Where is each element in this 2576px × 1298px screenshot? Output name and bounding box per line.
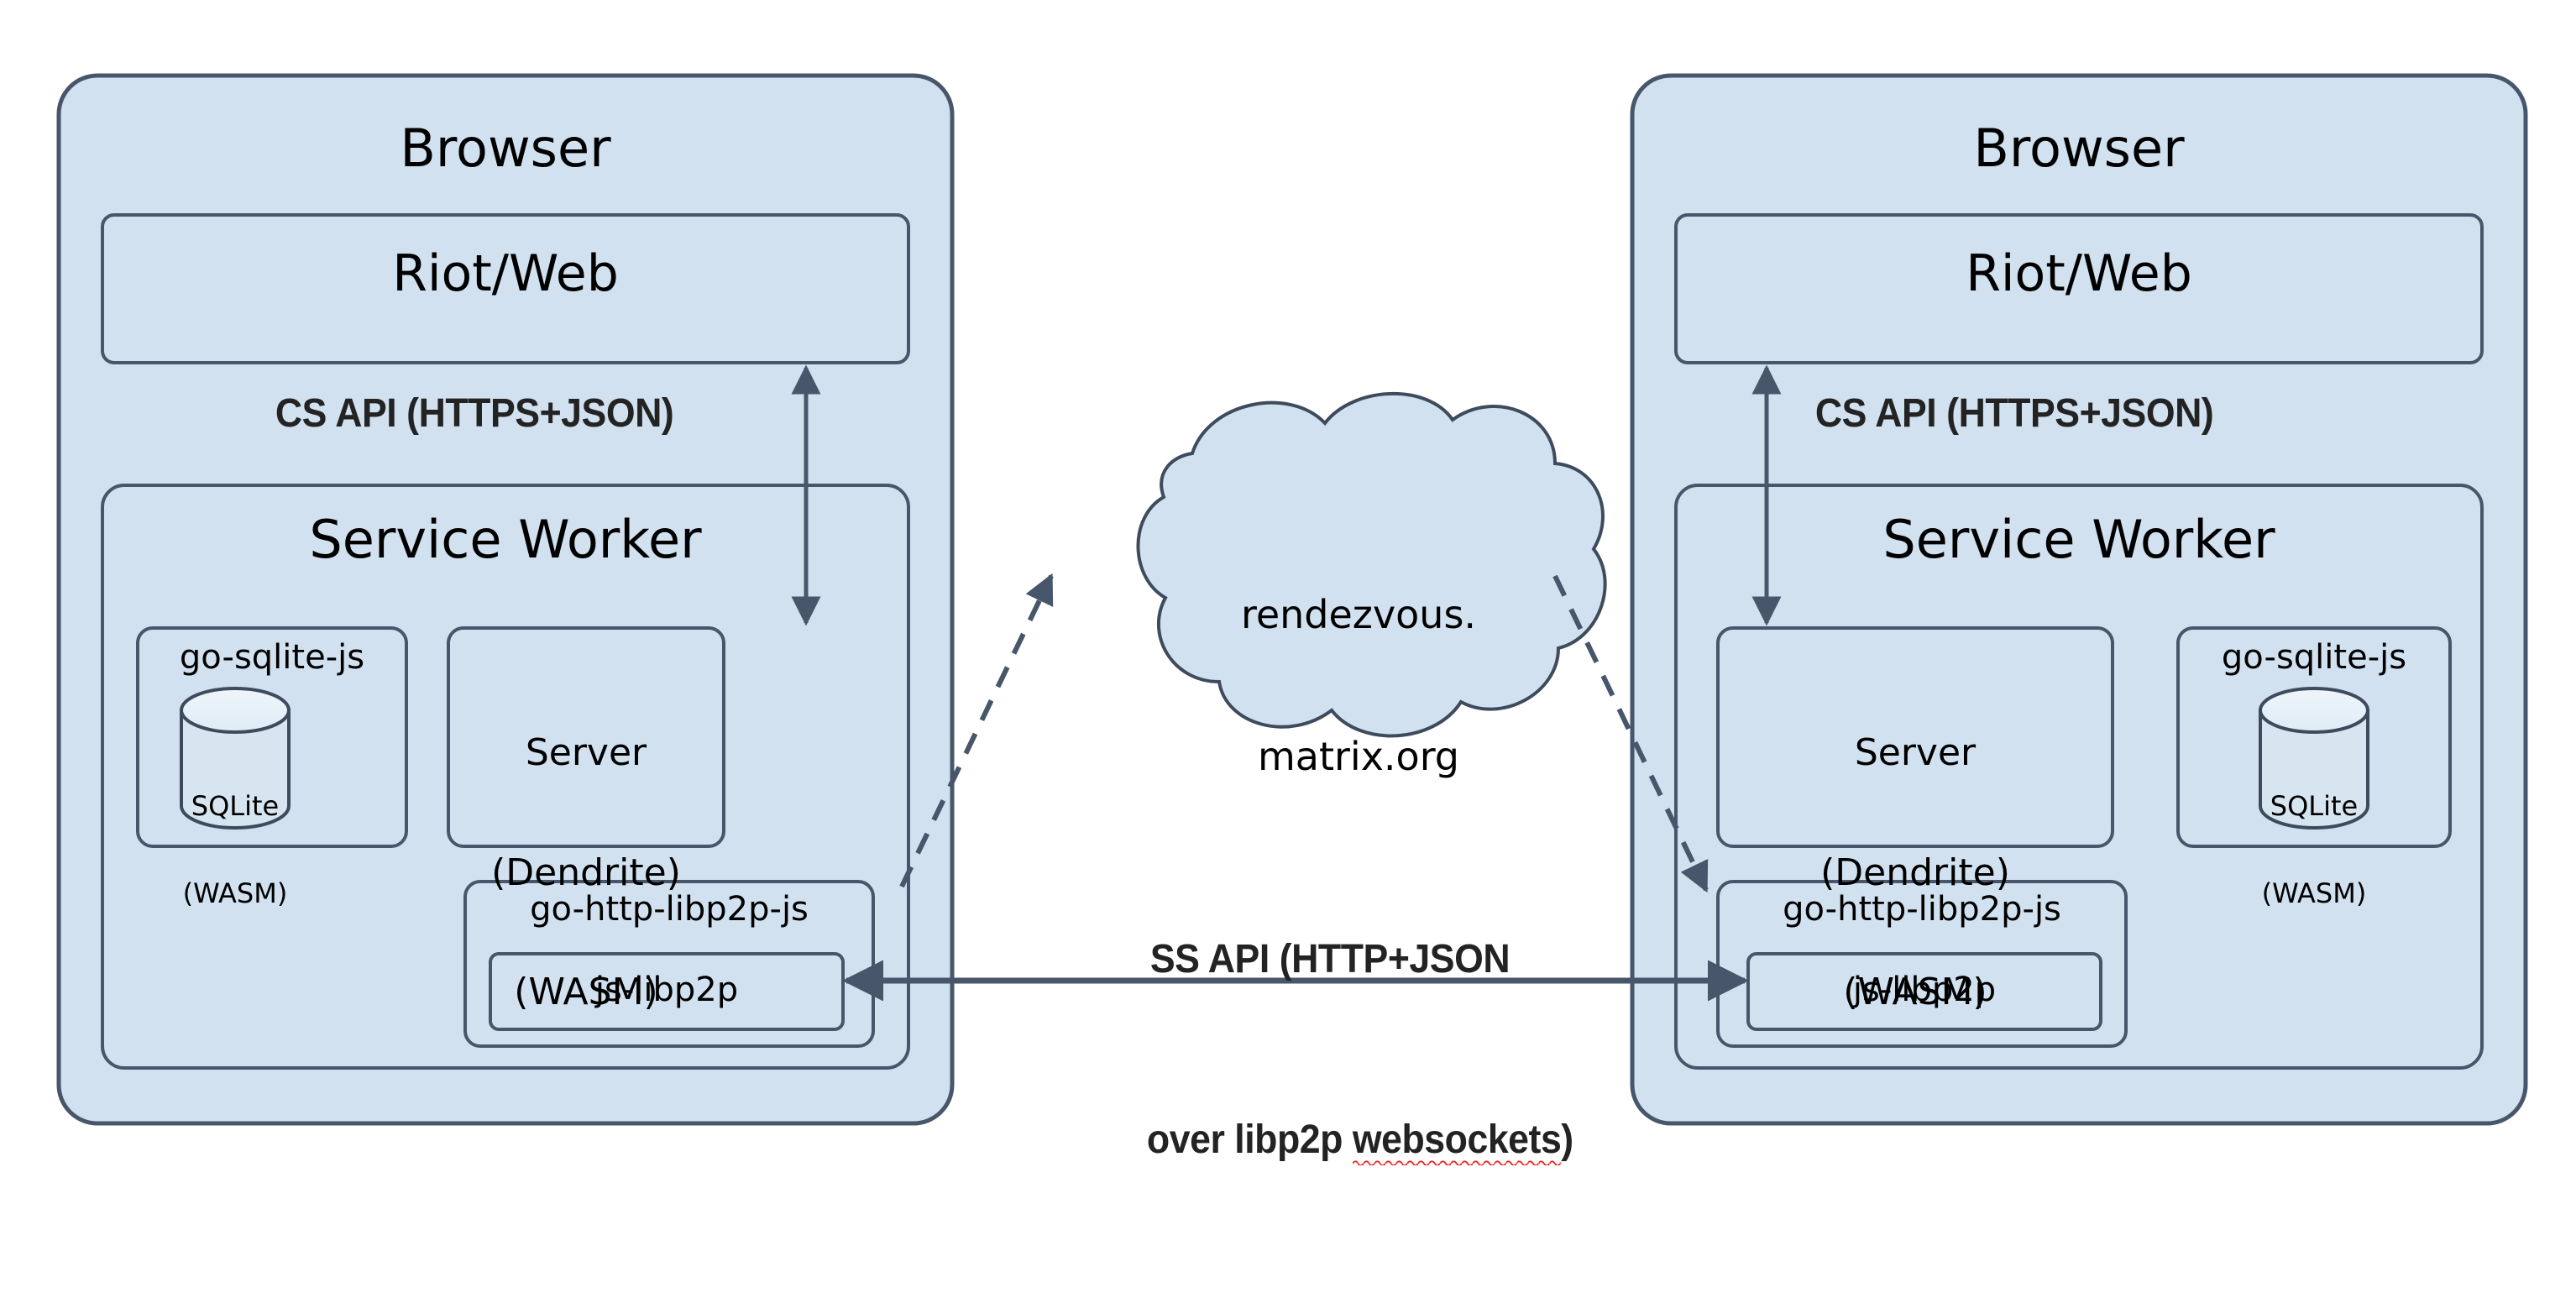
browser-title: Browser: [400, 118, 611, 179]
riot-web-label: Riot/Web: [1966, 244, 2192, 303]
riot-web-label: Riot/Web: [392, 244, 619, 303]
service-worker-label: Service Worker: [1882, 509, 2275, 570]
go-sqlite-js-label: go-sqlite-js: [2221, 638, 2407, 677]
browser-title: Browser: [1973, 118, 2185, 179]
ss-api-line-1: SS API (HTTP+JSON: [1149, 936, 1511, 981]
riot-web-box: [101, 213, 910, 364]
js-libp2p-label: js-libp2p: [1852, 971, 1997, 1009]
server-line-1: Server: [1854, 731, 1977, 775]
go-http-libp2p-js-label: go-http-libp2p-js: [1783, 890, 2061, 929]
sqlite-line-2: (WASM): [182, 877, 288, 909]
server-dendrite-box: [1716, 626, 2114, 848]
sqlite-line-1: SQLite: [191, 790, 280, 823]
ss-api-label: SS API (HTTP+JSON over libp2p websockets…: [1025, 846, 1634, 1298]
server-dendrite-box: [447, 626, 725, 848]
ss-api-line-2-prefix: over libp2p: [1146, 1117, 1353, 1162]
riot-web-box: [1674, 213, 2484, 364]
sqlite-db-label: SQLite (WASM): [181, 734, 289, 966]
go-http-libp2p-js-label: go-http-libp2p-js: [530, 890, 809, 929]
architecture-diagram: Browser Riot/Web CS API (HTTPS+JSON) Ser…: [56, 73, 2528, 1165]
server-dendrite-label: Server (Dendrite) (WASM): [1718, 653, 2113, 1092]
ss-api-dashed-arrow-left-up: [899, 573, 1054, 888]
server-line-3: (WASM): [514, 971, 658, 1014]
server-line-2: (Dendrite): [491, 851, 681, 894]
ss-api-dashed-arrow-right-down: [1552, 574, 1709, 893]
rendezvous-cloud: [1136, 391, 1607, 738]
server-line-1: Server: [525, 731, 647, 775]
service-worker-label: Service Worker: [309, 509, 702, 570]
right-browser-panel: [1630, 73, 2528, 1126]
sqlite-line-2: (WASM): [2261, 877, 2367, 909]
cloud-line-1: rendezvous.: [1240, 592, 1477, 638]
server-dendrite-label: Server (Dendrite) (WASM): [448, 653, 724, 1092]
ss-api-line-2: over libp2p websockets): [1025, 1072, 1634, 1207]
cloud-line-2: matrix.org: [1257, 733, 1460, 779]
cs-api-label: CS API (HTTPS+JSON): [275, 391, 674, 436]
server-line-2: (Dendrite): [1820, 851, 2010, 894]
ss-api-line-2-suffix: ): [1561, 1117, 1573, 1162]
go-sqlite-js-label: go-sqlite-js: [179, 638, 365, 677]
sqlite-db-label: SQLite (WASM): [2260, 734, 2368, 966]
sqlite-cylinder-icon: [180, 687, 291, 830]
js-libp2p-label: js-libp2p: [594, 971, 739, 1009]
cs-api-label: CS API (HTTPS+JSON): [1814, 391, 2214, 436]
sqlite-line-1: SQLite: [2270, 790, 2359, 823]
spellcheck-misspelled-word: websockets: [1352, 1117, 1562, 1165]
cloud-label: rendezvous. matrix.org: [1167, 497, 1550, 874]
server-line-3: (WASM): [1843, 971, 1987, 1014]
diagram-shapes: [56, 73, 2528, 1126]
sqlite-cylinder-icon: [2259, 687, 2369, 830]
